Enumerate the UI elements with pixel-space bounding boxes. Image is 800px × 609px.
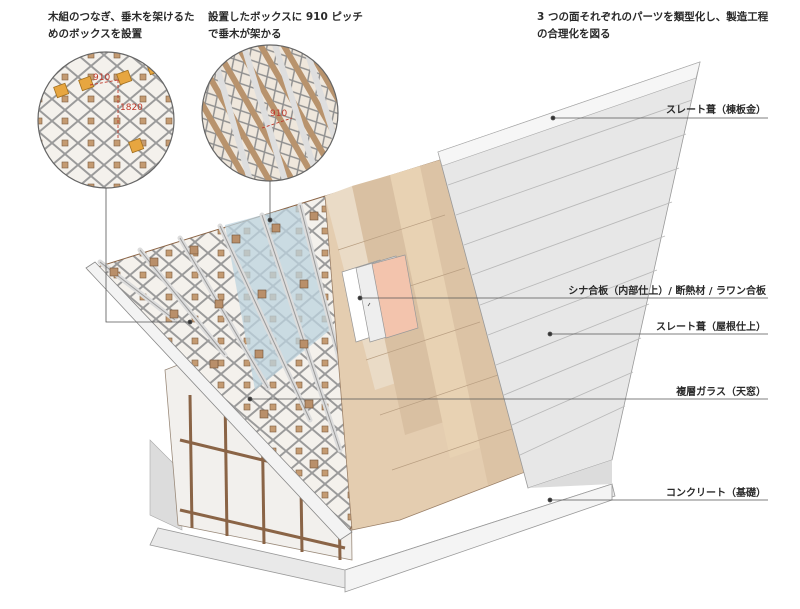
caption-rafter-pitch: 設置したボックスに 910 ピッチ で垂木が架かる [208, 11, 363, 40]
eave-fascia [85, 261, 353, 541]
callout-slate-roof: スレート葺（屋根仕上） [656, 322, 766, 333]
callout-ridge-flashing: スレート葺（棟板金） [666, 105, 766, 116]
callout-concrete-foundation: コンクリート（基礎） [666, 488, 766, 499]
timber-lattice-structure [87, 195, 401, 531]
dim-1820-left: 1820 [120, 103, 143, 113]
detail-leader-lines [105, 181, 273, 325]
detail-circle-box-joints: 910 1820 [37, 51, 175, 189]
caption-wood-joints: 木組のつなぎ、垂木を架けるた めのボックスを設置 [48, 11, 195, 40]
dim-910-left: 910 [93, 73, 110, 83]
callout-panel-layers: シナ合板（内部仕上）/ 断熱材 / ラワン合板 [568, 286, 766, 297]
plywood-panel-face [324, 159, 531, 531]
dim-910-right: 910 [270, 109, 287, 119]
slate-roof-face [437, 61, 701, 489]
callout-double-glazing-skylight: 複層ガラス（天窓） [676, 387, 766, 398]
caption-parts-typology: 3 つの面それぞれのパーツを類型化し、製造工程 の合理化を図る [537, 11, 769, 40]
callout-leader-lines [247, 115, 768, 503]
detail-circle-rafter-pitch: 910 [201, 44, 339, 182]
